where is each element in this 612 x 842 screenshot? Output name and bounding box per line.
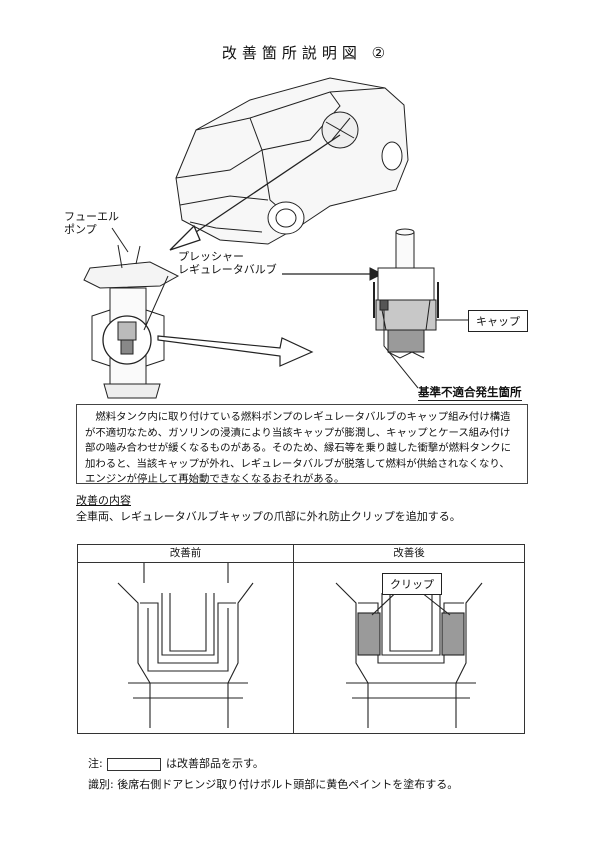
label-regulator-line1: プレッシャー	[178, 250, 244, 263]
label-fuel-pump-line1: フューエル	[64, 210, 119, 223]
improvement-heading: 改善の内容	[76, 494, 131, 507]
legend-swatch	[107, 758, 161, 771]
legend-text: は改善部品を示す。	[166, 757, 264, 770]
before-header: 改善前	[78, 545, 293, 563]
after-drawing	[335, 582, 483, 728]
regulator-valve-illustration	[373, 228, 439, 359]
fuel-pump-illustration	[83, 244, 180, 399]
table-divider	[293, 545, 294, 733]
label-regulator-valve: プレッシャー レギュレータバルブ	[178, 250, 277, 276]
main-illustration	[83, 77, 468, 399]
identification-note: 識別: 後席右側ドアヒンジ取り付けボルト頭部に黄色ペイントを塗布する。	[88, 778, 459, 791]
label-regulator-line2: レギュレータバルブ	[178, 263, 277, 276]
description-box: 燃料タンク内に取り付けている燃料ポンプのレギュレータバルブのキャップ組み付け構造…	[76, 404, 528, 485]
clip-label: クリップ	[382, 573, 442, 595]
comparison-table: 改善前 改善後 クリップ	[77, 544, 525, 734]
improvement-text: 全車両、レギュレータバルブキャップの爪部に外れ防止クリップを追加する。	[76, 510, 461, 523]
label-cap: キャップ	[468, 310, 528, 332]
after-header: 改善後	[294, 545, 524, 563]
legend-prefix: 注:	[88, 757, 103, 770]
car-illustration	[175, 77, 409, 245]
before-drawing	[117, 563, 254, 728]
label-fuel-pump-line2: ポンプ	[64, 223, 97, 236]
page-title: 改善箇所説明図 ②	[221, 44, 391, 62]
description-text: 燃料タンク内に取り付けている燃料ポンプのレギュレータバルブのキャップ組み付け構造…	[85, 411, 512, 485]
label-defect-location: 基準不適合発生箇所	[418, 385, 522, 401]
label-fuel-pump: フューエル ポンプ	[64, 210, 119, 236]
